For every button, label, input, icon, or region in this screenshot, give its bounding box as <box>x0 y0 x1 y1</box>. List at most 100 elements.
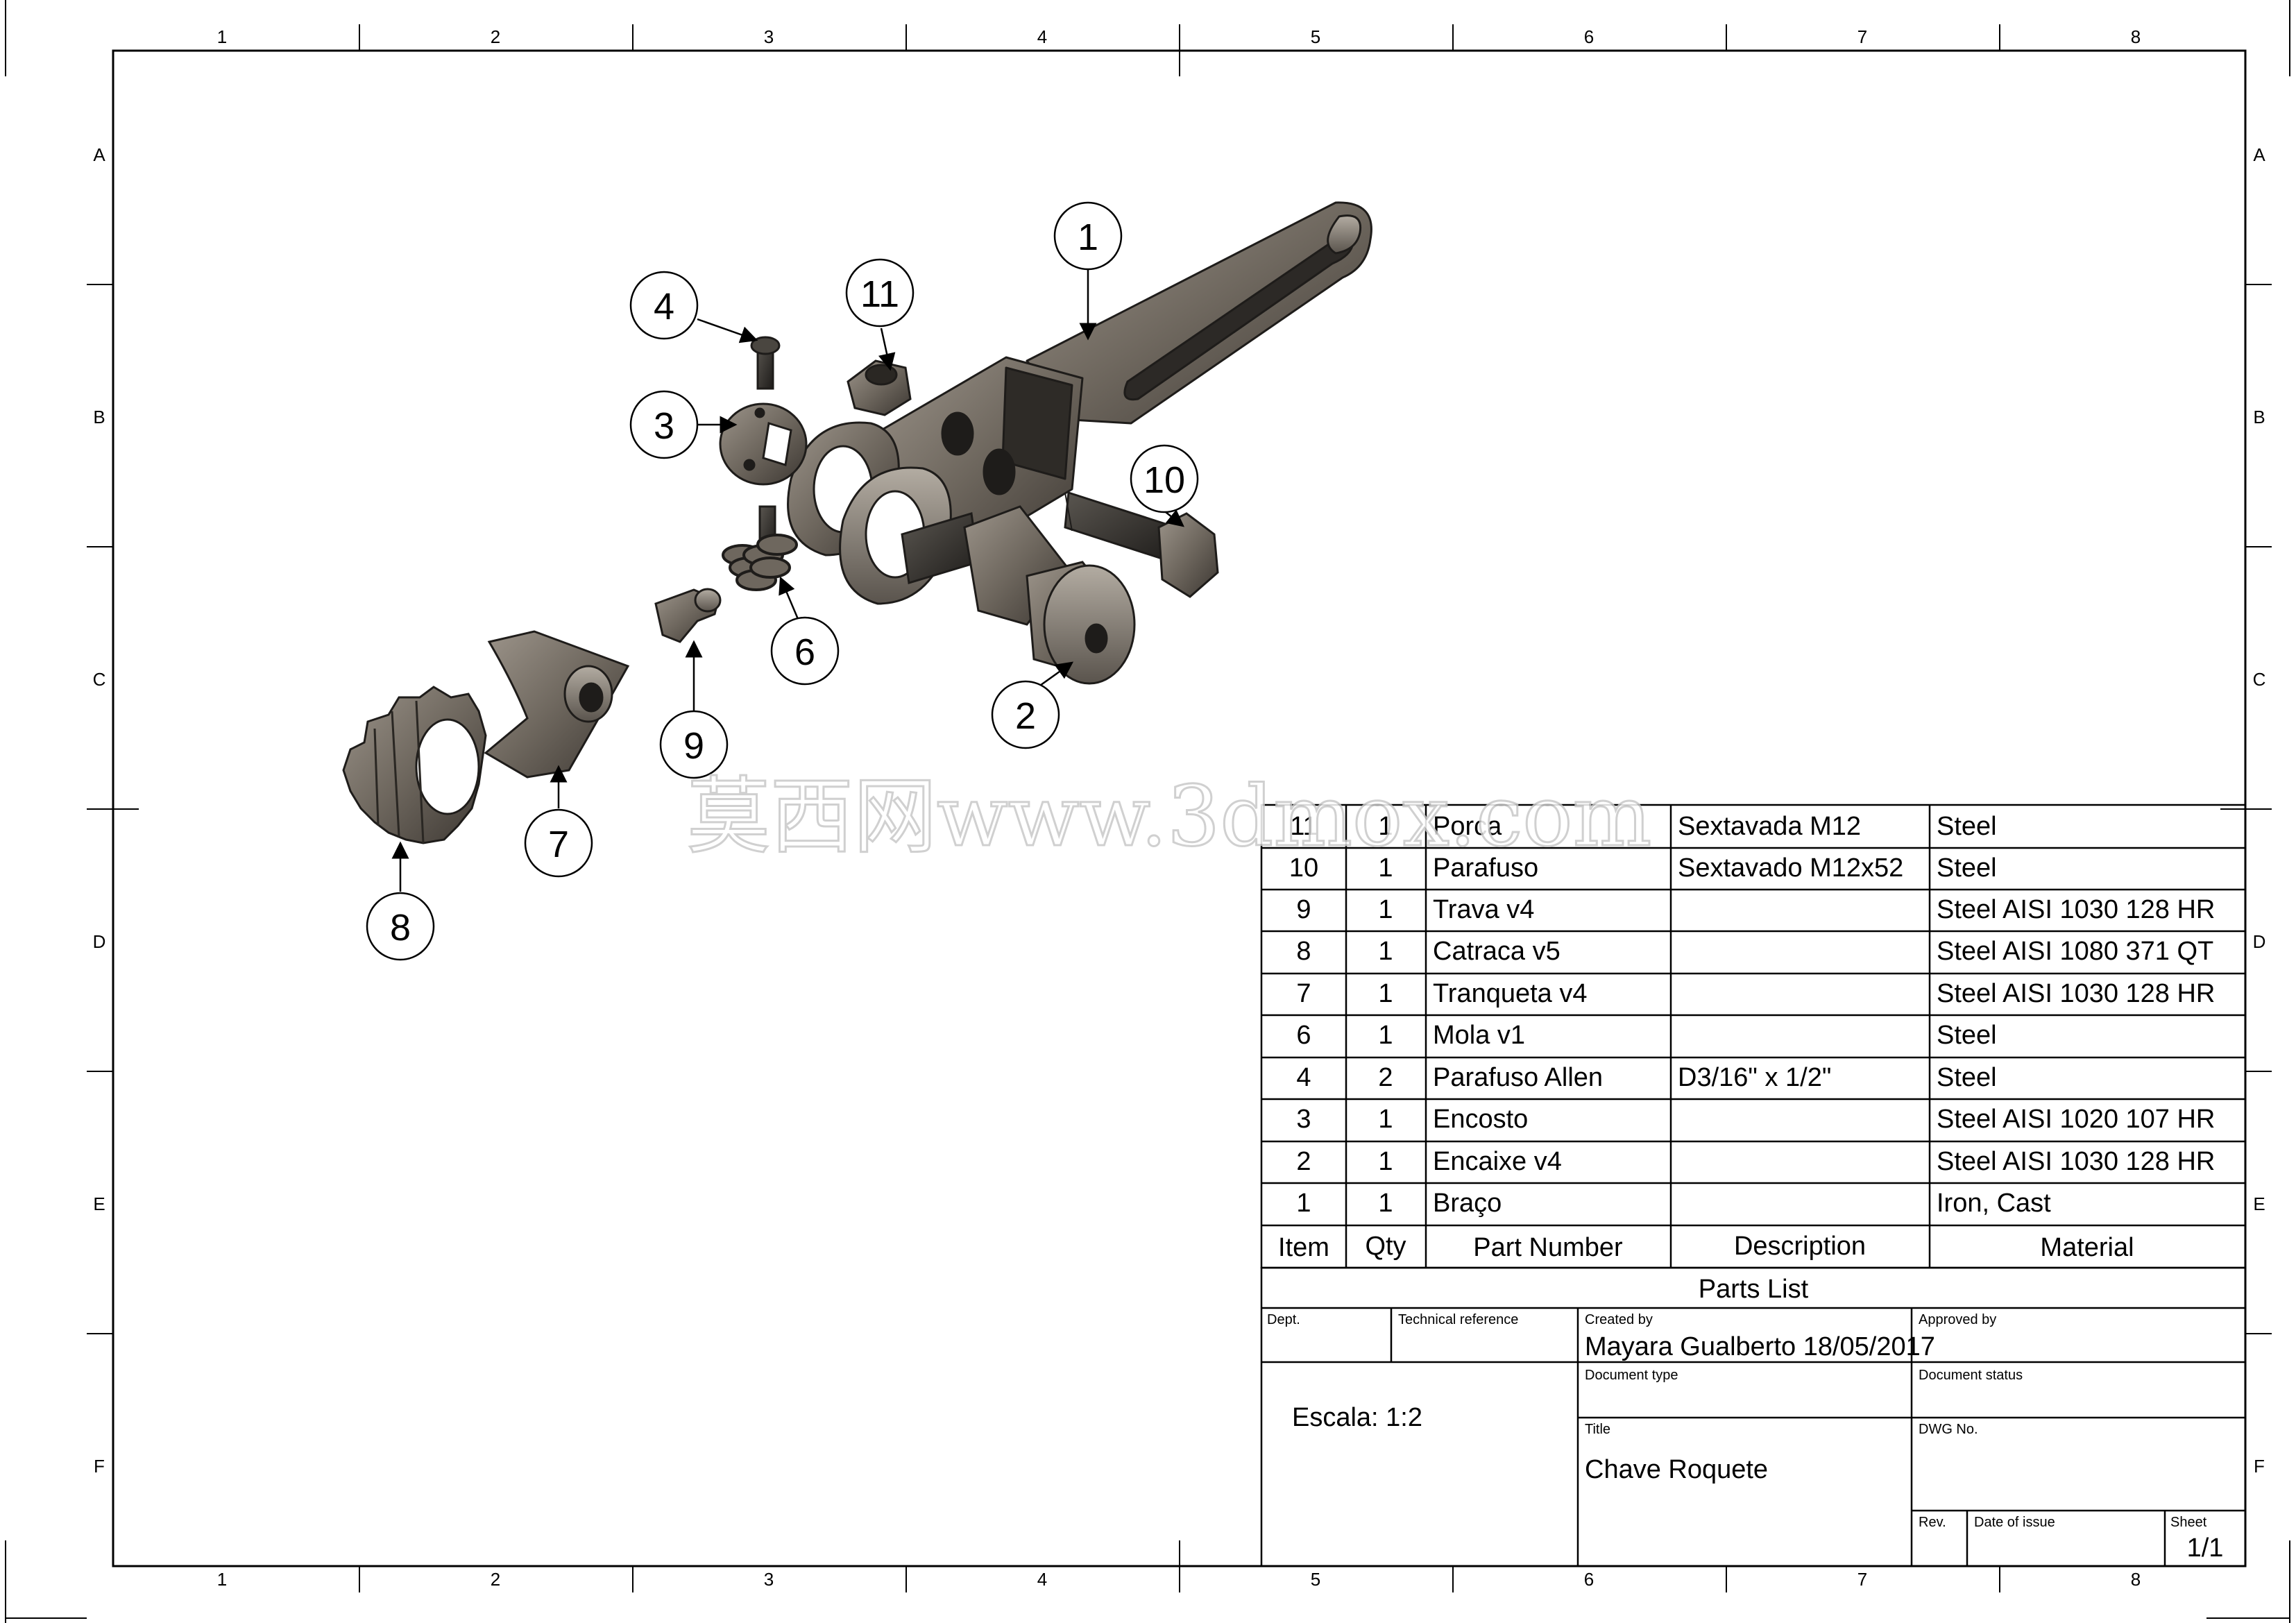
svg-text:4: 4 <box>1296 1063 1311 1092</box>
zone-row-right-b: B <box>2253 407 2265 427</box>
zone-labels: 1 2 3 4 5 6 7 8 1 2 3 4 5 6 7 8 A B C D … <box>93 26 2266 1590</box>
revision-label: Rev. <box>1919 1515 1946 1530</box>
col-header-material: Material <box>2040 1233 2134 1262</box>
part-hex-nut <box>847 359 912 416</box>
col-header-item: Item <box>1278 1233 1329 1262</box>
svg-text:2: 2 <box>1015 695 1036 737</box>
svg-text:Encosto: Encosto <box>1433 1105 1528 1134</box>
watermark: 莫西网www.3dmox.com <box>687 769 1651 865</box>
svg-text:1: 1 <box>1378 895 1393 924</box>
zone-row-right-d: D <box>2253 931 2266 952</box>
svg-text:11: 11 <box>860 273 899 315</box>
item-balloons: 1 2 3 4 6 7 8 9 <box>366 201 1199 961</box>
zone-col-bottom-5: 5 <box>1311 1569 1320 1590</box>
svg-text:Encaixe v4: Encaixe v4 <box>1433 1147 1562 1176</box>
part-pawl <box>484 630 630 779</box>
zone-row-right-f: F <box>2254 1456 2265 1477</box>
svg-text:1: 1 <box>1378 937 1393 966</box>
svg-text:Braço: Braço <box>1433 1189 1502 1218</box>
zone-row-left-d: D <box>93 931 106 952</box>
balloon-item-1: 1 <box>1053 201 1123 271</box>
approved-by-label: Approved by <box>1919 1312 1996 1327</box>
svg-text:Steel AISI 1080 371 QT: Steel AISI 1080 371 QT <box>1937 937 2213 966</box>
svg-text:7: 7 <box>1296 979 1311 1008</box>
document-status-label: Document status <box>1919 1368 2023 1383</box>
part-spring <box>722 534 798 591</box>
svg-text:6: 6 <box>794 631 815 673</box>
svg-text:7: 7 <box>548 824 569 865</box>
balloon-item-9: 9 <box>659 710 729 779</box>
balloon-item-3: 3 <box>629 390 699 459</box>
part-lock-pin <box>654 588 722 643</box>
svg-text:Sextavada M12: Sextavada M12 <box>1678 812 1861 841</box>
title-block: Parts List Dept. Technical reference Cre… <box>1260 1266 2247 1567</box>
svg-text:3: 3 <box>654 405 674 447</box>
zone-col-bottom-2: 2 <box>491 1569 500 1590</box>
table-row: 1 1 Braço Iron, Cast <box>1296 1189 2051 1218</box>
part-encosto <box>719 402 808 486</box>
balloon-item-11: 11 <box>845 258 915 328</box>
svg-text:1: 1 <box>1378 979 1393 1008</box>
svg-text:Sextavado M12x52: Sextavado M12x52 <box>1678 853 1903 883</box>
svg-text:8: 8 <box>1296 937 1311 966</box>
svg-text:Steel: Steel <box>1937 853 1997 883</box>
svg-text:9: 9 <box>1296 895 1311 924</box>
col-header-qty: Qty <box>1365 1232 1406 1261</box>
svg-text:1: 1 <box>1378 1189 1393 1218</box>
zone-row-left-e: E <box>93 1193 105 1214</box>
zone-row-left-c: C <box>93 669 106 690</box>
zone-col-bottom-8: 8 <box>2131 1569 2141 1590</box>
zone-row-right-a: A <box>2253 144 2265 165</box>
svg-text:8: 8 <box>390 907 411 949</box>
scale-value: Escala: 1:2 <box>1292 1403 1422 1432</box>
svg-text:Catraca v5: Catraca v5 <box>1433 937 1561 966</box>
zone-col-top-8: 8 <box>2131 26 2141 47</box>
svg-text:1: 1 <box>1296 1189 1311 1218</box>
svg-text:2: 2 <box>1296 1147 1311 1176</box>
zone-col-top-1: 1 <box>217 26 227 47</box>
balloon-item-7: 7 <box>524 808 593 878</box>
title-label: Title <box>1585 1422 1610 1437</box>
zone-row-right-c: C <box>2253 669 2266 690</box>
svg-text:9: 9 <box>683 725 704 767</box>
svg-text:10: 10 <box>1289 853 1318 883</box>
table-row: 2 1 Encaixe v4 Steel AISI 1030 128 HR <box>1296 1147 2215 1176</box>
svg-text:1: 1 <box>1078 216 1098 258</box>
zone-col-bottom-3: 3 <box>764 1569 774 1590</box>
zone-col-bottom-1: 1 <box>217 1569 227 1590</box>
zone-col-bottom-4: 4 <box>1037 1569 1047 1590</box>
svg-text:Iron, Cast: Iron, Cast <box>1937 1189 2051 1218</box>
svg-text:1: 1 <box>1378 1147 1393 1176</box>
svg-text:1: 1 <box>1378 1105 1393 1134</box>
table-row: 10 1 Parafuso Sextavado M12x52 Steel <box>1289 853 1997 883</box>
dwg-number-label: DWG No. <box>1919 1422 1978 1437</box>
zone-col-top-6: 6 <box>1584 26 1594 47</box>
svg-text:Porca: Porca <box>1433 812 1502 841</box>
exploded-view <box>342 201 1372 844</box>
svg-text:Steel AISI 1030 128 HR: Steel AISI 1030 128 HR <box>1937 895 2215 924</box>
zone-col-bottom-7: 7 <box>1857 1569 1867 1590</box>
balloon-item-6: 6 <box>770 616 840 686</box>
technical-reference-label: Technical reference <box>1398 1312 1518 1327</box>
zone-row-right-e: E <box>2253 1193 2265 1214</box>
svg-text:Steel: Steel <box>1937 1063 1997 1092</box>
svg-text:Trava v4: Trava v4 <box>1433 895 1534 924</box>
part-hex-bolt <box>1064 491 1219 598</box>
svg-text:1: 1 <box>1378 1021 1393 1050</box>
drawing-title: Chave Roquete <box>1585 1455 1768 1484</box>
zone-row-left-f: F <box>94 1456 105 1477</box>
zone-col-top-2: 2 <box>491 26 500 47</box>
svg-text:10: 10 <box>1143 459 1185 501</box>
svg-text:Mola v1: Mola v1 <box>1433 1021 1525 1050</box>
balloon-item-8: 8 <box>366 892 435 961</box>
col-header-description: Description <box>1734 1232 1866 1261</box>
svg-text:Steel AISI 1030 128 HR: Steel AISI 1030 128 HR <box>1937 1147 2215 1176</box>
balloon-item-10: 10 <box>1130 444 1199 513</box>
created-by-label: Created by <box>1585 1312 1653 1327</box>
dept-label: Dept. <box>1267 1312 1300 1327</box>
zone-row-left-a: A <box>93 144 105 165</box>
svg-text:D3/16" x 1/2": D3/16" x 1/2" <box>1678 1063 1831 1092</box>
table-row: 6 1 Mola v1 Steel <box>1296 1021 1996 1050</box>
sheet-value: 1/1 <box>2187 1533 2224 1563</box>
table-row: 3 1 Encosto Steel AISI 1020 107 HR <box>1296 1105 2215 1134</box>
